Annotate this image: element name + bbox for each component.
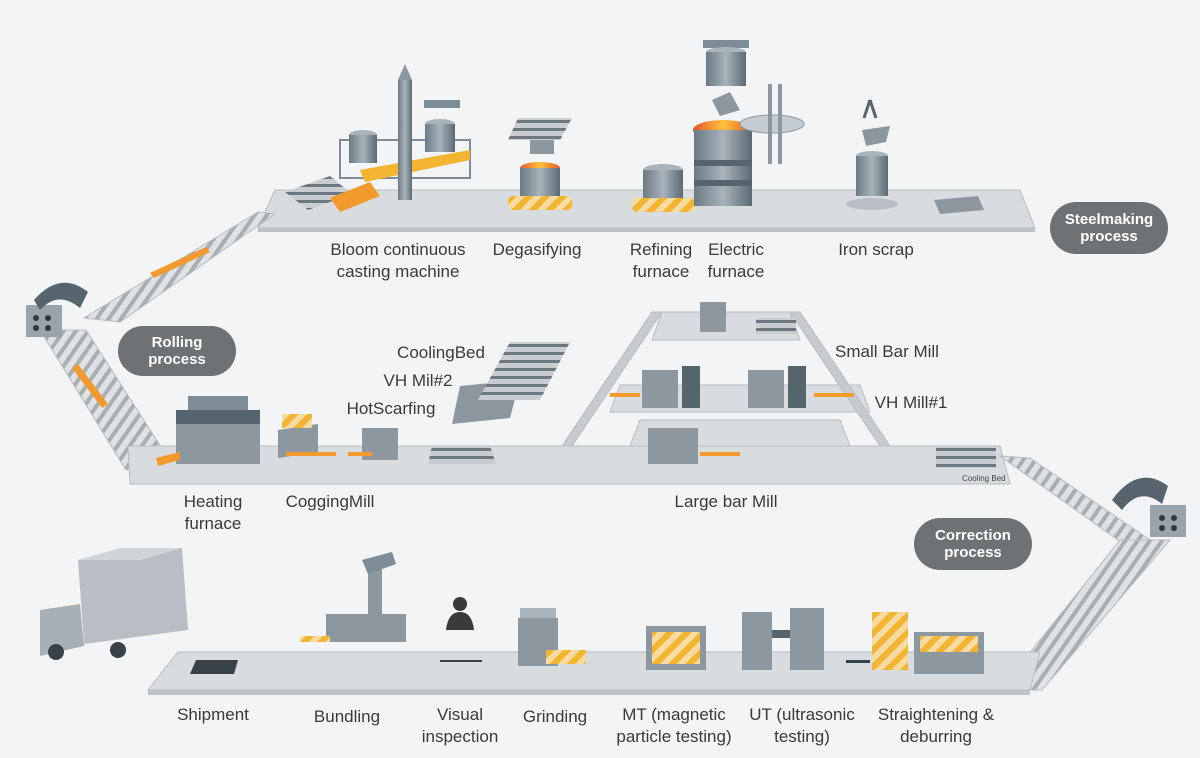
- label-line: CoggingMill: [285, 492, 375, 511]
- label-line: Bloom continuous: [330, 240, 466, 259]
- label-line: Straightening &: [877, 705, 995, 724]
- label-straightening: Straightening & deburring: [868, 704, 1004, 748]
- label-vh-mill-2: VH Mil#2: [372, 370, 464, 392]
- electric-furnace-icon: [693, 40, 805, 206]
- label-line: deburring: [900, 727, 972, 746]
- label-line: testing): [774, 727, 830, 746]
- truck-icon: [40, 548, 188, 660]
- label-shipment: Shipment: [166, 704, 260, 726]
- label-coolingbed: CoolingBed: [386, 342, 496, 364]
- label-line: Degasifying: [492, 240, 582, 259]
- visual-inspection-icon: [440, 597, 482, 662]
- label-line: VH Mil#2: [383, 371, 453, 390]
- grinding-machine-icon: [518, 608, 586, 666]
- label-line: Visual: [437, 705, 483, 724]
- mt-testing-icon: [646, 626, 706, 670]
- label-line: Iron scrap: [838, 240, 914, 259]
- heating-furnace-icon: [156, 396, 260, 466]
- vh-mill-2-icon: [428, 380, 520, 464]
- straightening-machine-icon: [846, 612, 984, 674]
- badge-line-1: Steelmaking: [1064, 211, 1154, 228]
- label-line: UT (ultrasonic: [749, 705, 855, 724]
- vh-mill-1-icon: [610, 366, 854, 408]
- label-line: Grinding: [522, 707, 588, 726]
- label-line: furnace: [632, 262, 690, 281]
- bundling-machine-icon: [300, 552, 406, 642]
- label-line: Heating: [183, 492, 243, 511]
- steelmaking-process-badge: Steelmaking process: [1050, 202, 1168, 254]
- label-hotscarfing: HotScarfing: [336, 398, 446, 420]
- cogging-mill-icon: [278, 414, 336, 458]
- label-heating-furnace: Heating furnace: [168, 491, 258, 535]
- label-line: Bundling: [313, 707, 381, 726]
- badge-line-2: process: [148, 351, 206, 368]
- hotscarfing-icon: [348, 428, 398, 460]
- label-visual-inspection: Visual inspection: [414, 704, 506, 748]
- label-mt-testing: MT (magnetic particle testing): [606, 704, 742, 748]
- label-large-bar-mill: Large bar Mill: [664, 491, 788, 513]
- label-line: inspection: [421, 727, 499, 746]
- coolingbed-icon: [478, 342, 570, 400]
- label-line: Electric: [708, 240, 764, 259]
- shipment-bars-icon: [190, 660, 238, 674]
- refining-furnace-icon: [632, 164, 696, 212]
- label-line: CoolingBed: [397, 343, 485, 362]
- label-line: Refining: [629, 240, 693, 259]
- ut-testing-icon: [742, 608, 824, 670]
- label-line: casting machine: [336, 262, 460, 281]
- badge-line-2: process: [1080, 228, 1138, 245]
- label-line: HotScarfing: [346, 399, 436, 418]
- label-cogging-mill: CoggingMill: [274, 491, 386, 513]
- label-bundling: Bundling: [304, 706, 390, 728]
- label-electric-furnace: Electric furnace: [700, 239, 772, 283]
- label-iron-scrap: Iron scrap: [826, 239, 926, 261]
- iron-scrap-icon: [846, 99, 984, 214]
- label-refining-furnace: Refining furnace: [618, 239, 704, 283]
- turn-housing-right: [1112, 477, 1186, 537]
- badge-line-2: process: [944, 544, 1002, 561]
- label-line: Shipment: [177, 705, 249, 724]
- label-line: Small Bar Mill: [835, 342, 939, 361]
- label-line: furnace: [707, 262, 765, 281]
- badge-line-1: Rolling: [151, 334, 203, 351]
- label-bloom-casting: Bloom continuous casting machine: [318, 239, 478, 283]
- label-coolingbed-small: Cooling Bed: [962, 474, 1006, 483]
- large-bar-mill-icon: [648, 428, 996, 468]
- label-degasifying: Degasifying: [482, 239, 592, 261]
- label-line: particle testing): [616, 727, 732, 746]
- label-grinding: Grinding: [512, 706, 598, 728]
- label-line: VH Mill#1: [874, 393, 948, 412]
- label-line: MT (magnetic: [622, 705, 726, 724]
- label-line: Large bar Mill: [674, 492, 778, 511]
- label-line: furnace: [184, 514, 242, 533]
- turn-housing-left: [26, 282, 88, 337]
- correction-process-badge: Correction process: [914, 518, 1032, 570]
- label-ut-testing: UT (ultrasonic testing): [740, 704, 864, 748]
- bloom-casting-machine-icon: [285, 64, 471, 212]
- label-vh-mill-1: VH Mill#1: [866, 392, 956, 414]
- rolling-process-badge: Rolling process: [118, 326, 236, 376]
- small-bar-mill-icon: [700, 302, 796, 334]
- label-small-bar-mill: Small Bar Mill: [826, 341, 948, 363]
- degasifying-machine-icon: [508, 118, 572, 210]
- badge-line-1: Correction: [935, 527, 1011, 544]
